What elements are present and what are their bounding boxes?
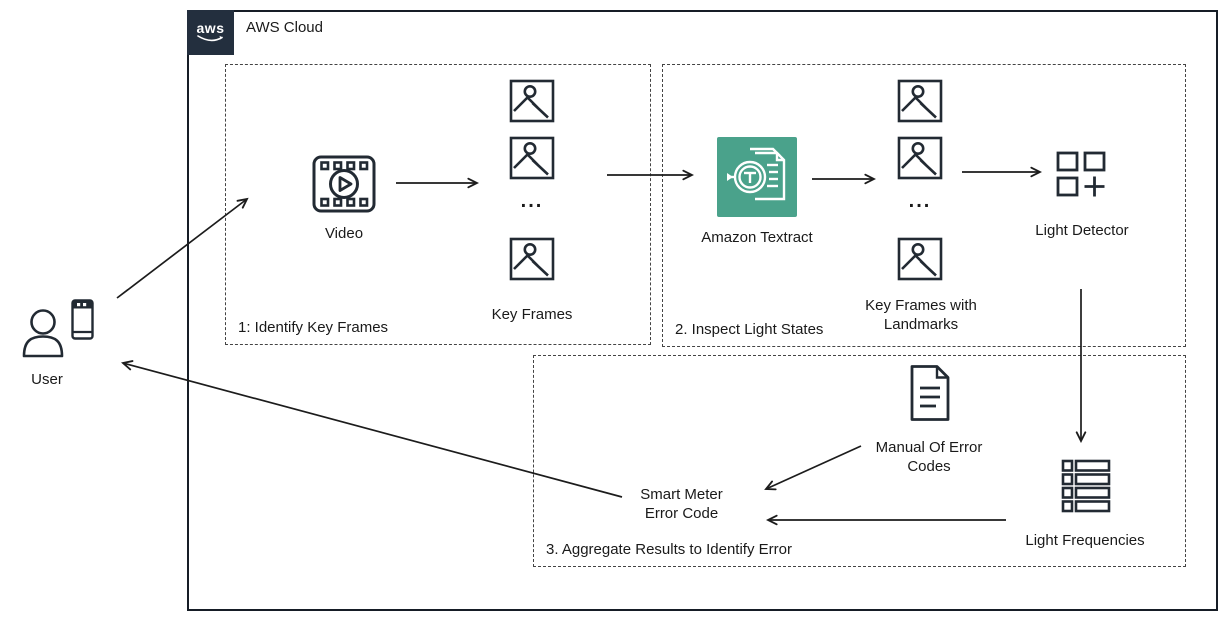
keyframe-image-icon: [897, 136, 943, 180]
keyframe-image-icon: [509, 136, 555, 180]
document-manual-icon: [910, 365, 950, 421]
video-label: Video: [324, 225, 364, 242]
smartphone-icon: [71, 299, 94, 340]
user-label: User: [31, 371, 63, 388]
keyframe-image-icon: [897, 79, 943, 123]
landmarks-ellipsis: ...: [908, 190, 932, 212]
textract-label: Amazon Textract: [701, 229, 813, 246]
step2-label: 2. Inspect Light States: [675, 321, 824, 338]
aws-logo-text: aws: [196, 19, 225, 36]
light-detector-label: Light Detector: [1035, 222, 1129, 239]
video-icon: [312, 155, 376, 213]
light-detector-icon: [1056, 151, 1106, 197]
light-frequencies-label: Light Frequencies: [1025, 532, 1145, 549]
step1-box: 1: Identify Key Frames: [225, 64, 651, 345]
keyframe-image-icon: [509, 79, 555, 123]
textract-icon: [717, 137, 797, 217]
keyframe-image-icon: [509, 237, 555, 281]
keyframe-image-icon: [897, 237, 943, 281]
keyframes-ellipsis: ...: [520, 190, 544, 212]
aws-cloud-title: AWS Cloud: [246, 19, 323, 36]
smart-meter-error-code-label: Smart Meter Error Code: [640, 486, 723, 523]
aws-cloud-container: [187, 10, 1218, 611]
aws-logo-icon: aws: [187, 10, 234, 55]
keyframes-landmarks-label: Key Frames with Landmarks: [865, 297, 977, 334]
step1-label: 1: Identify Key Frames: [238, 319, 389, 336]
user-person-icon: [22, 309, 64, 358]
manual-of-error-codes-label: Manual Of Error Codes: [875, 439, 983, 476]
aws-smile-icon: [196, 34, 223, 41]
keyframes-label: Key Frames: [491, 306, 573, 323]
step2-box: 2. Inspect Light States: [662, 64, 1186, 347]
light-frequencies-icon: [1061, 459, 1111, 513]
step3-label: 3. Aggregate Results to Identify Error: [546, 541, 792, 558]
